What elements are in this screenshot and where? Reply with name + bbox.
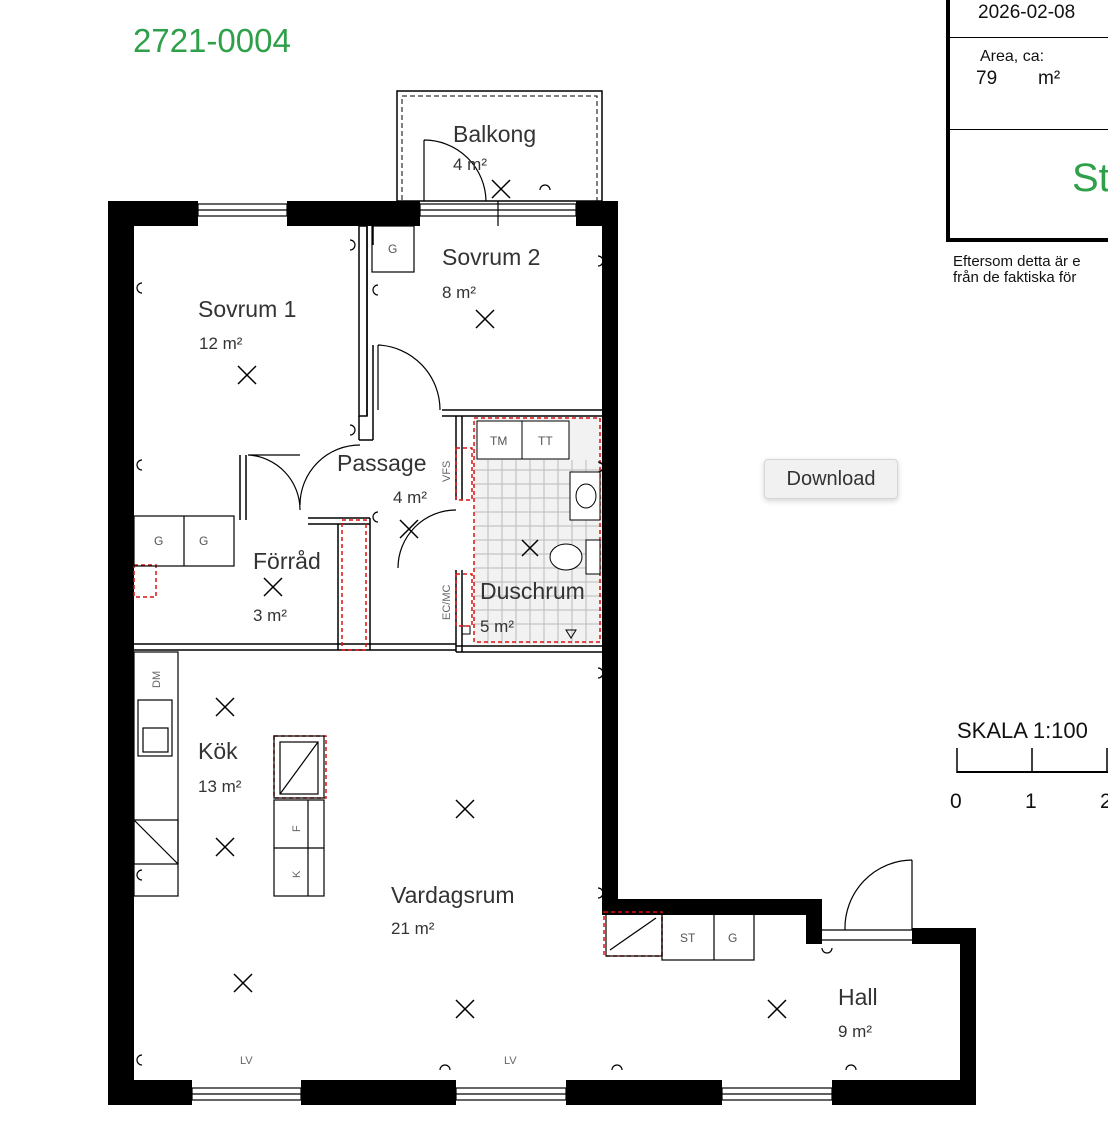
room-name-hall: Hall <box>838 984 878 1010</box>
area-unit: m² <box>1038 68 1061 89</box>
room-area-duschrum: 5 m² <box>480 617 514 636</box>
info-divider <box>950 37 1108 38</box>
room-name-balkong: Balkong <box>453 121 536 147</box>
fixture-st: ST <box>680 931 696 945</box>
info-panel: 2026-02-08 Area, ca: 79 m² St <box>946 0 1108 242</box>
fixture-tm: TM <box>490 434 507 448</box>
scale-bar <box>956 748 1108 773</box>
disclaimer-line: från de faktiska för <box>953 269 1077 286</box>
fixture-lv-2: LV <box>504 1055 517 1067</box>
fixture-tt: TT <box>538 434 553 448</box>
plan-date: 2026-02-08 <box>978 2 1076 23</box>
fixture-lv-1: LV <box>240 1055 253 1067</box>
room-area-balkong: 4 m² <box>453 155 487 174</box>
room-name-kok: Kök <box>198 738 238 764</box>
room-name-duschrum: Duschrum <box>480 578 585 604</box>
fixture-k: K <box>291 870 303 878</box>
room-area-forrad: 3 m² <box>253 606 287 625</box>
scale-tick-label: 2 <box>1100 790 1108 813</box>
room-area-sovrum-1: 12 m² <box>199 334 243 353</box>
fixture-labels: G G G G ST TM TT VFS EC/MC DM F K LV LV <box>151 242 737 1067</box>
room-labels: Balkong 4 m² Sovrum 2 8 m² Sovrum 1 12 m… <box>198 121 878 1041</box>
fixture-g-hall: G <box>728 931 737 945</box>
brand-text: St <box>1072 156 1108 200</box>
room-area-hall: 9 m² <box>838 1022 872 1041</box>
kitchen-units <box>133 225 755 961</box>
room-area-kok: 13 m² <box>198 777 242 796</box>
room-name-sovrum-2: Sovrum 2 <box>442 244 540 270</box>
apartment-id: 2721-0004 <box>133 22 291 59</box>
disclaimer-line: Eftersom detta är e <box>953 253 1081 270</box>
room-name-passage: Passage <box>337 450 427 476</box>
fixture-g-1: G <box>154 534 163 548</box>
room-area-passage: 4 m² <box>393 488 427 507</box>
room-area-vardagsrum: 21 m² <box>391 919 435 938</box>
fixture-g-sovrum2: G <box>388 242 397 256</box>
outlet-symbols <box>136 184 857 1071</box>
download-button[interactable]: Download <box>764 459 898 499</box>
outer-walls <box>108 201 976 1105</box>
area-value: 79 <box>976 68 998 89</box>
windows <box>111 201 833 1101</box>
room-name-forrad: Förråd <box>253 548 321 574</box>
room-area-sovrum-2: 8 m² <box>442 283 476 302</box>
scale-tick-label: 1 <box>1025 790 1037 813</box>
fixture-f: F <box>291 825 303 832</box>
shower-tiles <box>461 417 602 644</box>
scale-title: SKALA 1:100 <box>957 718 1088 743</box>
room-name-sovrum-1: Sovrum 1 <box>198 296 296 322</box>
light-fixtures <box>215 179 787 1019</box>
door-swings <box>247 139 913 941</box>
balcony <box>396 90 603 202</box>
fixture-dm: DM <box>151 671 163 688</box>
scale-tick-label: 0 <box>950 790 962 813</box>
inner-walls <box>134 225 602 653</box>
fixture-g-2: G <box>199 534 208 548</box>
fixture-vfs: VFS <box>441 461 453 482</box>
area-label: Area, ca: <box>980 48 1045 65</box>
room-name-vardagsrum: Vardagsrum <box>391 882 515 908</box>
info-divider <box>950 129 1108 130</box>
disclaimer: Eftersom detta är e från de faktiska för <box>953 254 1081 286</box>
fixture-ecmc: EC/MC <box>441 585 453 621</box>
